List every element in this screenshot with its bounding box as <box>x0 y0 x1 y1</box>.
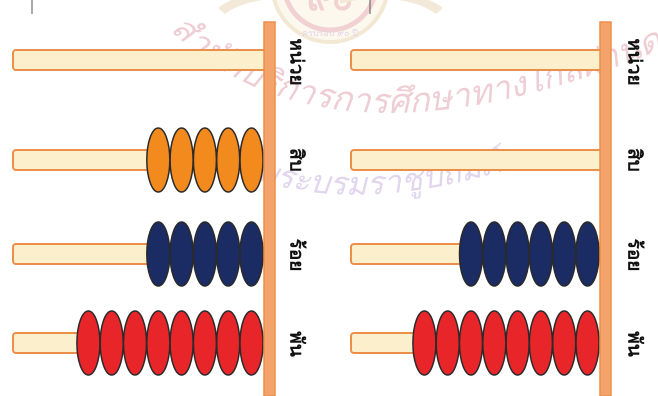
label-tens-left: สิบ <box>286 148 308 172</box>
bead <box>239 221 264 287</box>
bead <box>146 127 171 193</box>
place-labels-right: หน่วย สิบ ร้อย พัน <box>624 38 646 356</box>
bead <box>215 310 241 376</box>
bead <box>505 221 530 287</box>
rod <box>350 149 605 171</box>
bead <box>192 127 218 193</box>
bead <box>412 310 437 376</box>
bead <box>435 310 460 376</box>
bead <box>528 310 554 376</box>
bead <box>458 310 484 376</box>
abacus-base <box>263 21 276 396</box>
bead <box>169 127 194 193</box>
label-hundreds-left: ร้อย <box>286 239 308 272</box>
abacus-right <box>350 21 612 396</box>
label-thousands-left: พัน <box>286 331 308 357</box>
bead <box>146 221 171 287</box>
seal-logo: ๙๐ ครบรอบ ๙๐ ปี <box>218 0 443 44</box>
bead <box>482 221 507 287</box>
rod <box>12 49 269 71</box>
bead <box>169 310 194 376</box>
bead <box>76 310 101 376</box>
bead <box>575 310 600 376</box>
bead <box>239 310 264 376</box>
bead <box>551 310 577 376</box>
seal-number: ๙๐ <box>307 0 353 19</box>
bead <box>169 221 194 287</box>
bead <box>458 221 484 287</box>
bead <box>215 221 241 287</box>
bead <box>482 310 507 376</box>
bead <box>215 127 241 193</box>
bead <box>146 310 171 376</box>
bead <box>239 127 264 193</box>
label-hundreds-right: ร้อย <box>624 239 646 272</box>
bead <box>99 310 124 376</box>
place-labels-left: หน่วย สิบ ร้อย พัน <box>286 38 308 356</box>
bead <box>122 310 148 376</box>
label-thousands-right: พัน <box>624 331 646 357</box>
abacus-group <box>12 21 612 396</box>
bead <box>192 221 218 287</box>
watermark: ๙๐ ครบรอบ ๙๐ ปี สำนักบริการการศึกษาทางไก… <box>0 0 658 203</box>
seal-caption: ครบรอบ ๙๐ ปี <box>302 28 358 39</box>
bead <box>192 310 218 376</box>
bead <box>528 221 554 287</box>
bead <box>575 221 600 287</box>
bead <box>505 310 530 376</box>
label-units-left: หน่วย <box>286 38 308 85</box>
rod <box>350 49 605 71</box>
label-units-right: หน่วย <box>624 38 646 85</box>
label-tens-right: สิบ <box>624 148 646 172</box>
bead <box>551 221 577 287</box>
abacus-base <box>599 21 612 396</box>
abacus-left <box>12 21 276 396</box>
